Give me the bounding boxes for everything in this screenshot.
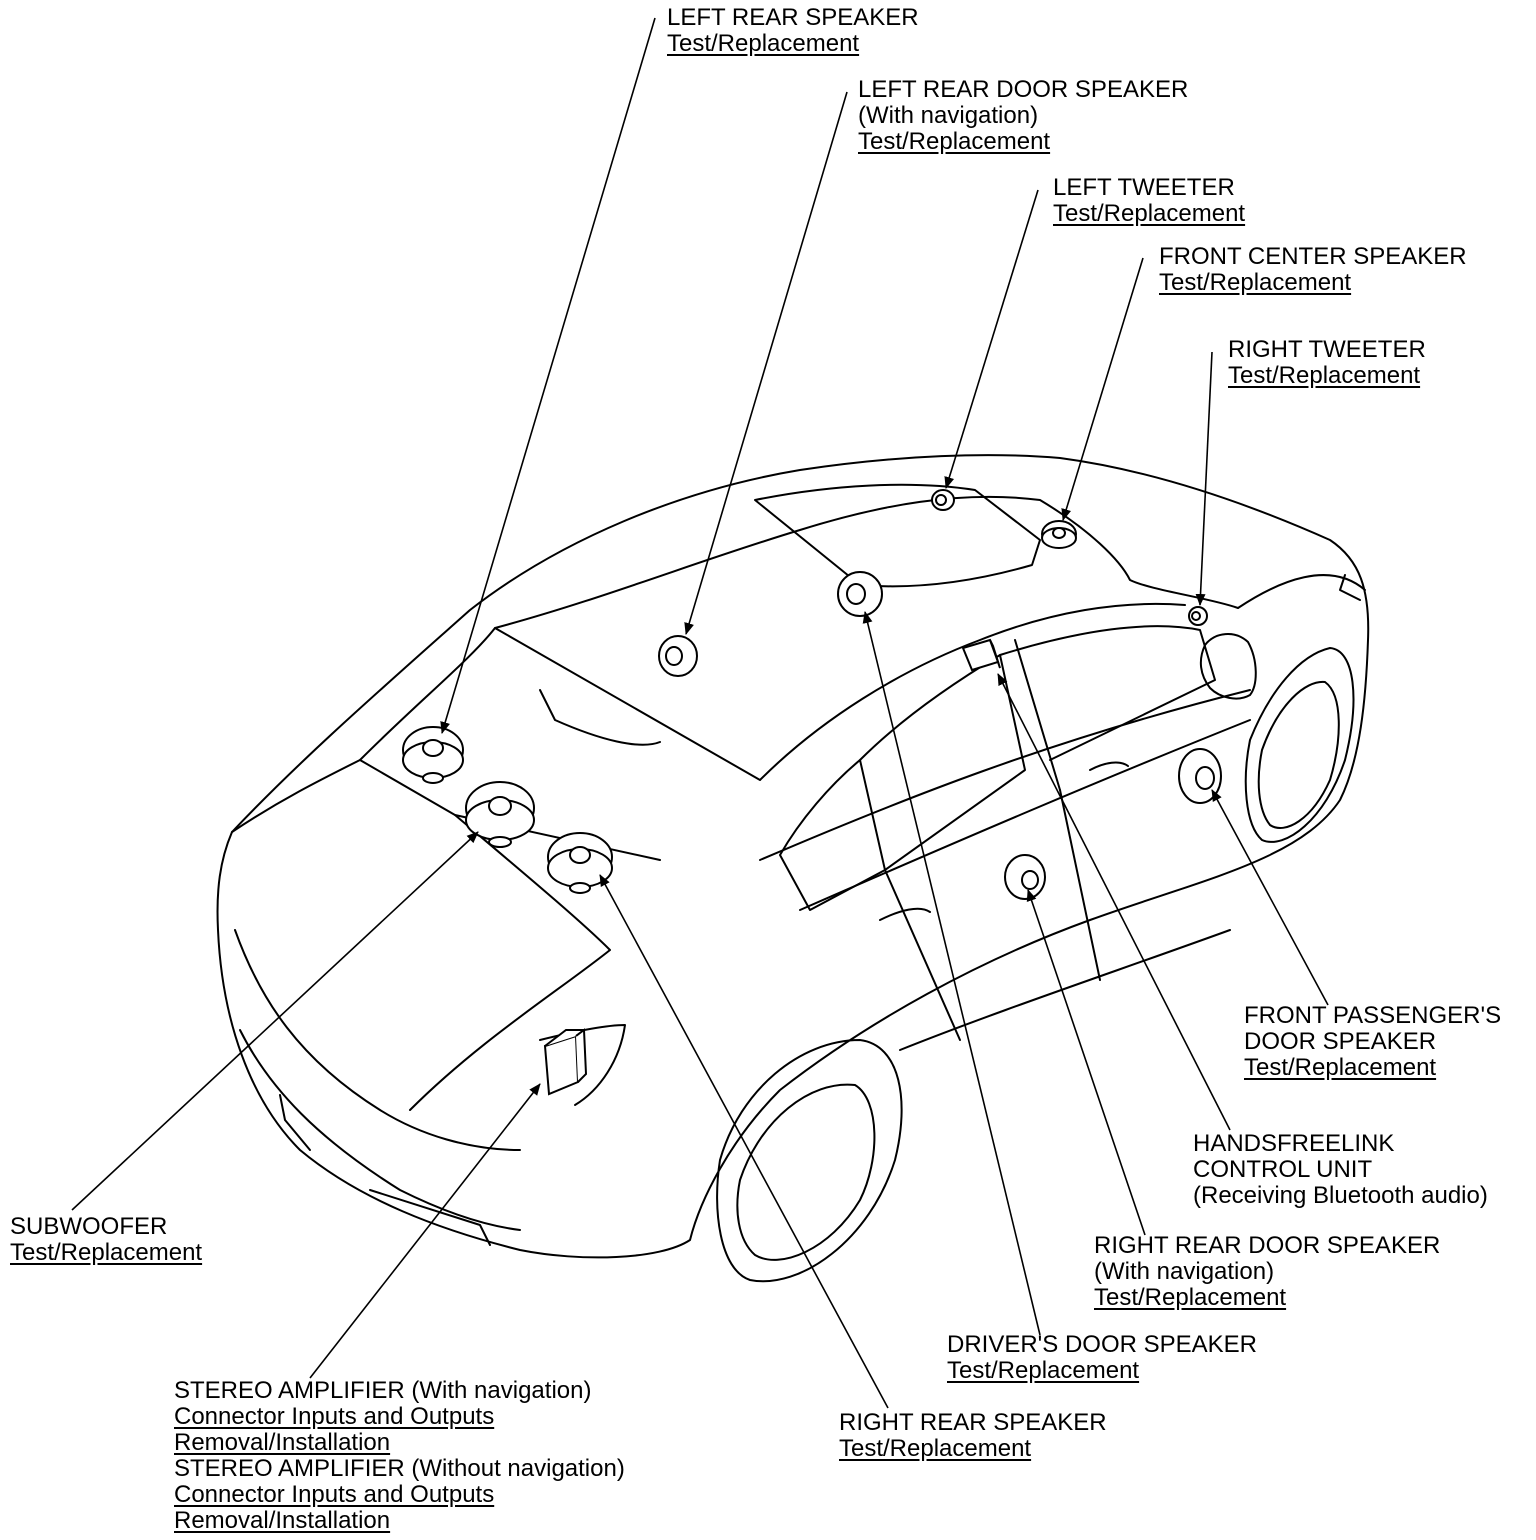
right-rear-door-speaker-icon	[837, 571, 883, 617]
leader-left-rear-door-speaker	[684, 91, 848, 635]
leader-left-rear-speaker	[440, 17, 656, 734]
leader-lines	[71, 17, 1329, 1409]
callout-note: (With navigation)	[858, 102, 1039, 129]
callout-stereo-amplifier: STEREO AMPLIFIER (With navigation) Conne…	[174, 1378, 625, 1534]
leader-right-rear-speaker	[599, 874, 889, 1409]
callout-title: RIGHT TWEETER	[1228, 336, 1426, 363]
leader-right-tweeter	[1195, 351, 1213, 606]
stereo-amplifier-no-nav-removal-link[interactable]: Removal/Installation	[174, 1507, 391, 1534]
callout-drivers-door-speaker: DRIVER'S DOOR SPEAKER Test/Replacement	[947, 1332, 1257, 1384]
callout-title: FRONT CENTER SPEAKER	[1159, 243, 1467, 270]
callout-front-passenger-door-speaker: FRONT PASSENGER'S DOOR SPEAKER Test/Repl…	[1244, 1003, 1501, 1081]
callout-title: LEFT REAR SPEAKER	[667, 4, 919, 31]
left-rear-door-speaker-icon	[658, 635, 698, 677]
callout-right-rear-door-speaker: RIGHT REAR DOOR SPEAKER (With navigation…	[1094, 1233, 1440, 1311]
front-center-speaker-icon	[1041, 520, 1077, 549]
callout-right-rear-speaker: RIGHT REAR SPEAKER Test/Replacement	[839, 1410, 1107, 1462]
callout-note: (With navigation)	[1094, 1258, 1275, 1285]
callout-title: STEREO AMPLIFIER (With navigation)	[174, 1377, 592, 1404]
stereo-amplifier-nav-removal-link[interactable]: Removal/Installation	[174, 1429, 391, 1456]
leader-right-rear-door-speaker	[1026, 889, 1146, 1236]
callout-title: LEFT REAR DOOR SPEAKER	[858, 76, 1189, 103]
callout-title-2: CONTROL UNIT	[1193, 1156, 1373, 1183]
callout-subwoofer: SUBWOOFER Test/Replacement	[10, 1214, 202, 1266]
callout-note: (Receiving Bluetooth audio)	[1193, 1182, 1488, 1209]
right-rear-speaker-icon	[547, 832, 613, 894]
callout-title: HANDSFREELINK	[1193, 1130, 1395, 1157]
car-body-outline	[216, 454, 1370, 1283]
callout-title: FRONT PASSENGER'S	[1244, 1002, 1502, 1029]
stereo-amplifier-no-nav-connector-link[interactable]: Connector Inputs and Outputs	[174, 1481, 495, 1508]
left-tweeter-icon	[931, 489, 955, 511]
callout-right-tweeter: RIGHT TWEETER Test/Replacement	[1228, 337, 1426, 389]
leader-handsfreelink	[997, 673, 1231, 1131]
leader-front-center-speaker	[1061, 257, 1144, 521]
callout-front-center-speaker: FRONT CENTER SPEAKER Test/Replacement	[1159, 244, 1467, 296]
callout-left-rear-door-speaker: LEFT REAR DOOR SPEAKER (With navigation)…	[858, 77, 1188, 155]
drivers-door-speaker-icon	[1004, 854, 1046, 900]
callout-title: DRIVER'S DOOR SPEAKER	[947, 1331, 1257, 1358]
left-rear-door-speaker-test-link[interactable]: Test/Replacement	[858, 128, 1051, 155]
front-passenger-door-speaker-test-link[interactable]: Test/Replacement	[1244, 1054, 1437, 1081]
leader-stereo-amplifier	[309, 1083, 541, 1379]
front-center-speaker-test-link[interactable]: Test/Replacement	[1159, 269, 1352, 296]
callout-left-rear-speaker: LEFT REAR SPEAKER Test/Replacement	[667, 5, 919, 57]
right-rear-door-speaker-test-link[interactable]: Test/Replacement	[1094, 1284, 1287, 1311]
left-rear-speaker-test-link[interactable]: Test/Replacement	[667, 30, 860, 57]
right-rear-speaker-test-link[interactable]: Test/Replacement	[839, 1435, 1032, 1462]
callout-title: LEFT TWEETER	[1053, 174, 1235, 201]
handsfreelink-unit-icon	[961, 638, 1001, 672]
callout-title: RIGHT REAR SPEAKER	[839, 1409, 1107, 1436]
stereo-amplifier-icon	[543, 1028, 588, 1096]
left-tweeter-test-link[interactable]: Test/Replacement	[1053, 200, 1246, 227]
callout-left-tweeter: LEFT TWEETER Test/Replacement	[1053, 175, 1245, 227]
subwoofer-test-link[interactable]: Test/Replacement	[10, 1239, 203, 1266]
right-tweeter-icon	[1188, 606, 1208, 626]
speaker-icons	[402, 489, 1222, 1096]
callout-title: RIGHT REAR DOOR SPEAKER	[1094, 1232, 1441, 1259]
leader-left-tweeter	[944, 189, 1039, 489]
leader-drivers-door-speaker	[862, 611, 1041, 1336]
stereo-amplifier-nav-connector-link[interactable]: Connector Inputs and Outputs	[174, 1403, 495, 1430]
callout-title: SUBWOOFER	[10, 1213, 168, 1240]
left-rear-speaker-icon	[402, 726, 464, 784]
right-tweeter-test-link[interactable]: Test/Replacement	[1228, 362, 1421, 389]
callout-title-2: STEREO AMPLIFIER (Without navigation)	[174, 1455, 625, 1482]
drivers-door-speaker-test-link[interactable]: Test/Replacement	[947, 1357, 1140, 1384]
callout-handsfreelink: HANDSFREELINK CONTROL UNIT (Receiving Bl…	[1193, 1131, 1488, 1209]
callout-title-2: DOOR SPEAKER	[1244, 1028, 1437, 1055]
leader-subwoofer	[71, 831, 479, 1211]
subwoofer-icon	[465, 781, 535, 848]
leader-front-passenger-door-speaker	[1211, 789, 1329, 1006]
front-passenger-door-speaker-icon	[1178, 748, 1222, 804]
